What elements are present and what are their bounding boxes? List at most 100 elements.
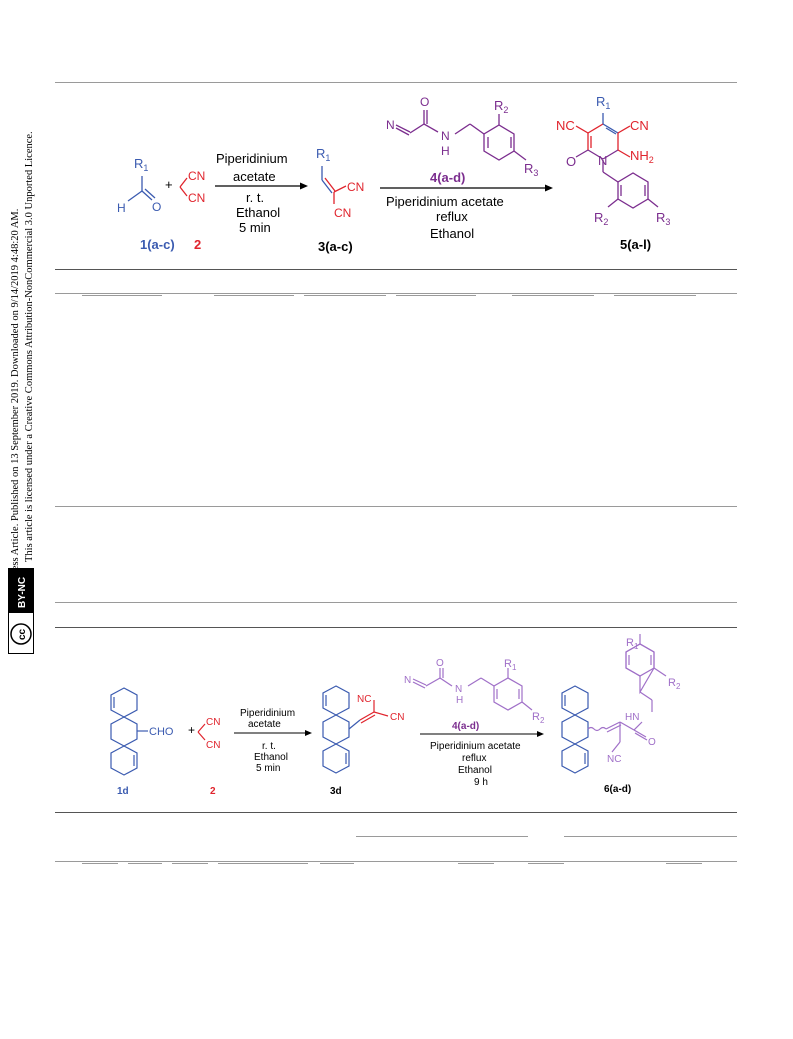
s2-cond1-line3: r. t. xyxy=(262,741,276,752)
rule-scheme2-bottom xyxy=(55,812,737,813)
cond1-line5: 5 min xyxy=(239,220,271,235)
s2-cond1-line1: Piperidinium xyxy=(240,708,295,719)
s2-reagent-n: N xyxy=(404,675,411,686)
rule-col-1 xyxy=(82,295,162,296)
reagent4-label: 4(a-d) xyxy=(430,170,465,185)
aldehyde-o: O xyxy=(152,200,161,214)
s2-cond1-line2: acetate xyxy=(248,719,281,730)
cond2-line3: Ethanol xyxy=(430,226,474,241)
aldehyde-h: H xyxy=(117,201,126,215)
compound-label-3: 3(a-c) xyxy=(318,239,353,254)
prod5-nh2: NH2 xyxy=(630,148,654,165)
prod6-nc: NC xyxy=(607,754,621,765)
cond1-line2: acetate xyxy=(233,169,276,184)
rule-table1-header xyxy=(55,293,737,294)
prod6-r2: R2 xyxy=(668,677,681,691)
prod6-bonds xyxy=(605,634,667,753)
compound-label-1: 1(a-c) xyxy=(140,237,175,252)
reagent4-nh-n: N xyxy=(441,129,450,143)
plus-2: + xyxy=(188,723,195,737)
prod5-benzyl-ring xyxy=(607,172,659,209)
prod5-nc: NC xyxy=(556,118,575,133)
prod5-cn: CN xyxy=(630,118,649,133)
malononitrile-bonds xyxy=(179,177,188,197)
prod5-r1: R1 xyxy=(596,94,610,111)
rule-t2-col-7 xyxy=(528,863,564,864)
s2-label-2: 2 xyxy=(210,786,216,797)
cond1-line3: r. t. xyxy=(246,190,264,205)
reagent4-bonds xyxy=(395,110,527,161)
anthracene-6 xyxy=(561,685,589,774)
compound-label-2: 2 xyxy=(194,237,201,252)
cond2-line2: reflux xyxy=(436,209,468,224)
s2-int-cn: CN xyxy=(390,712,404,723)
reagent4-nh-h: H xyxy=(441,144,450,158)
s2-cond2-line2: reflux xyxy=(462,753,486,764)
s2-cond1-line4: Ethanol xyxy=(254,752,288,763)
s2-cn-top: CN xyxy=(206,717,220,728)
rule-t2-col-2 xyxy=(128,863,162,864)
s2-cond1-line5: 5 min xyxy=(256,763,280,774)
s2-cn-bottom: CN xyxy=(206,740,220,751)
prod6-o: O xyxy=(648,737,656,748)
rule-scheme2-top xyxy=(55,627,737,628)
cc-by-nc-badge[interactable]: BY-NC cc xyxy=(8,568,34,654)
anthracene-3d xyxy=(322,685,361,774)
rule-t2-col-6 xyxy=(458,863,494,864)
rule-col-2 xyxy=(214,295,294,296)
rule-table2-span-2 xyxy=(564,836,737,837)
compound-label-5: 5(a-l) xyxy=(620,237,651,252)
badge-cc-text: cc xyxy=(17,628,28,640)
prod5-o: O xyxy=(566,154,576,169)
s2-cond2-line1: Piperidinium acetate xyxy=(430,741,521,752)
s2-reagent-nh-n: N xyxy=(455,684,462,695)
s2-reagent-r1: R1 xyxy=(504,658,517,672)
s2-cond2-line3: Ethanol xyxy=(458,765,492,776)
s2-cond2-line4: 9 h xyxy=(474,777,488,788)
anthracene-1d xyxy=(110,687,148,776)
cho-label: CHO xyxy=(149,726,174,738)
int-r1: R1 xyxy=(316,146,330,163)
s2-reagent-bonds xyxy=(412,668,533,711)
prod5-ring xyxy=(575,123,631,183)
s2-label-1d: 1d xyxy=(117,786,129,797)
rule-table2-header xyxy=(55,861,737,862)
s2-int-nc: NC xyxy=(357,694,371,705)
badge-by-nc-text: BY-NC xyxy=(17,577,28,608)
rule-col-4 xyxy=(396,295,476,296)
aldehyde-r1: R1 xyxy=(134,156,148,173)
rule-table1-bottom xyxy=(55,602,737,603)
rule-t2-col-8 xyxy=(666,863,702,864)
reagent4-r3: R3 xyxy=(524,161,538,178)
rule-table2-span-1 xyxy=(356,836,528,837)
cond1-line4: Ethanol xyxy=(236,205,280,220)
s2-reagent-label: 4(a-d) xyxy=(452,721,479,732)
malononitrile-cn-bottom: CN xyxy=(188,191,205,205)
prod5-r3: R3 xyxy=(656,210,670,227)
rule-t2-col-3 xyxy=(172,863,208,864)
s2-reagent-r2: R2 xyxy=(532,711,545,725)
aldehyde-bonds xyxy=(127,176,156,202)
rule-col-3 xyxy=(304,295,386,296)
rule-scheme1-bottom xyxy=(55,269,737,270)
rule-col-6 xyxy=(614,295,696,296)
reagent4-r2: R2 xyxy=(494,98,508,115)
s2-label-6: 6(a-d) xyxy=(604,784,631,795)
rule-t2-col-1 xyxy=(82,863,118,864)
reagent4-o: O xyxy=(420,95,429,109)
prod6-hn: HN xyxy=(625,712,639,723)
plus-1: + xyxy=(165,177,173,192)
prod6-r1: R1 xyxy=(626,637,639,651)
s2-label-3d: 3d xyxy=(330,786,342,797)
prod5-r2: R2 xyxy=(594,210,608,227)
rule-table1-mid xyxy=(55,506,737,507)
s2-reagent-nh-h: H xyxy=(456,695,463,706)
cond2-line1: Piperidinium acetate xyxy=(386,194,504,209)
malononitrile-cn-top: CN xyxy=(188,169,205,183)
rule-col-5 xyxy=(512,295,594,296)
s2-reagent-o: O xyxy=(436,658,444,669)
rule-t2-col-4 xyxy=(218,863,308,864)
license-sidebar: Open Access Article. Published on 13 Sep… xyxy=(0,0,48,1039)
